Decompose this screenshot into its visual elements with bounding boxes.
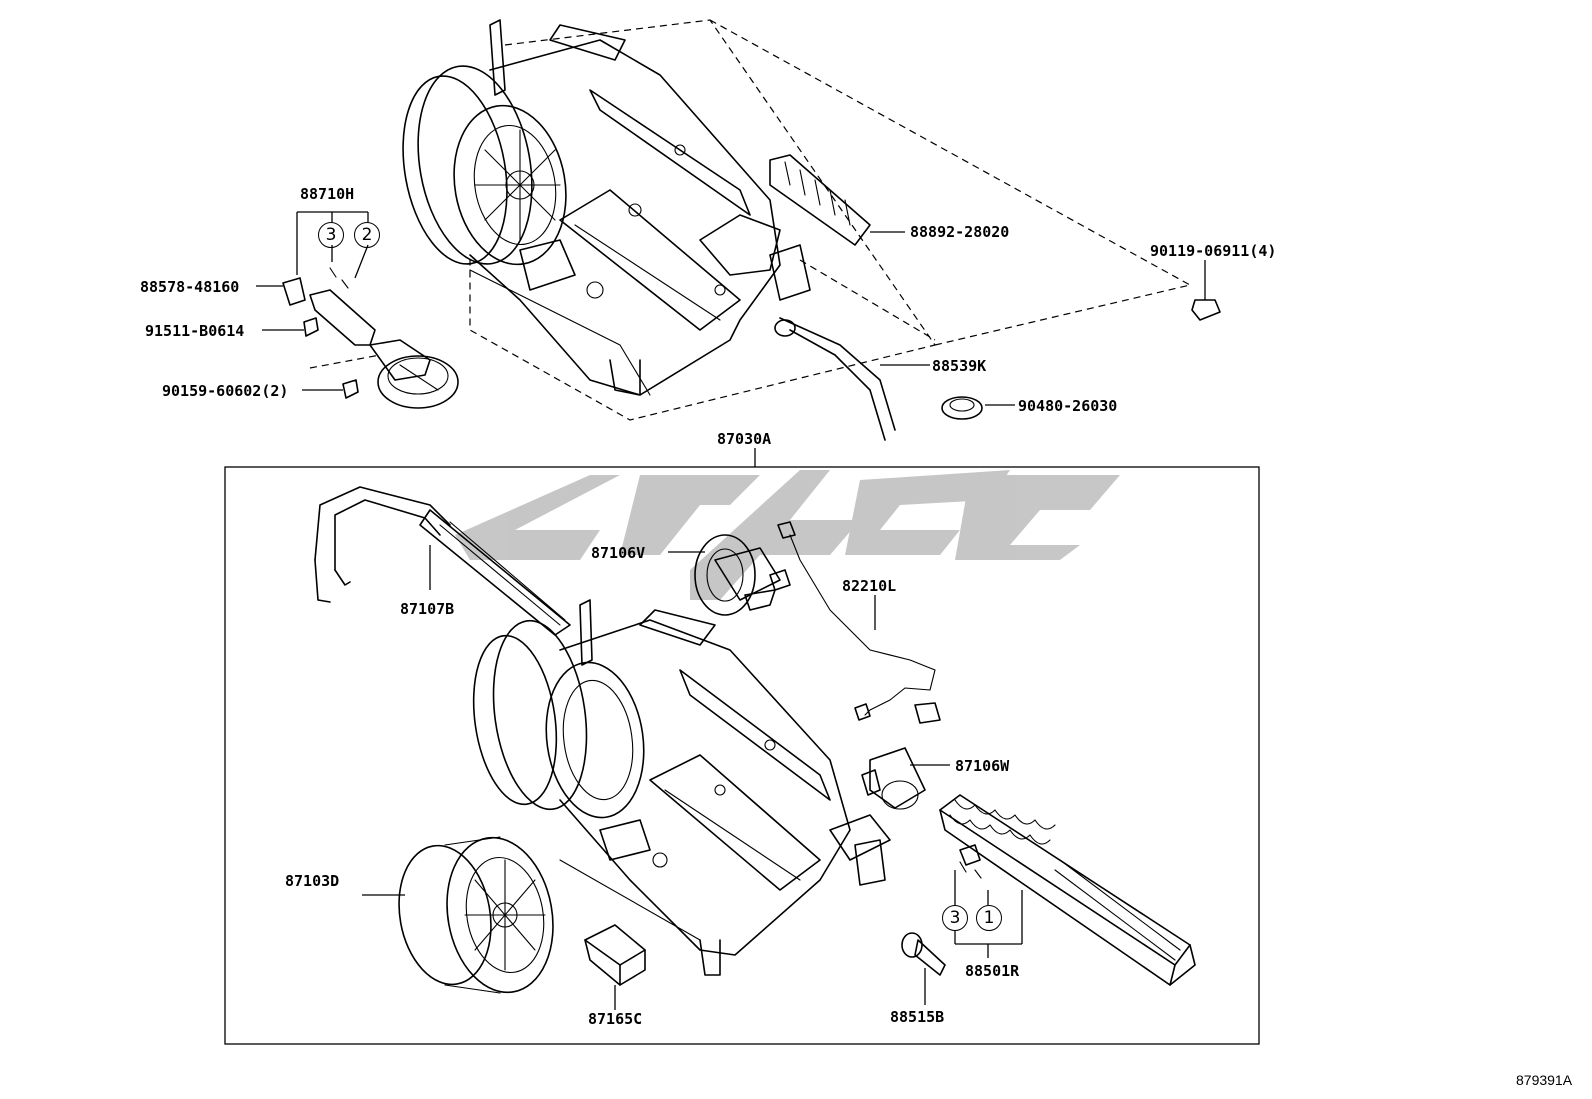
label-90159-60602: 90159-60602(2) [162,382,289,400]
label-88501R: 88501R [965,962,1020,980]
label-88710H: 88710H [300,185,355,203]
left-hardware-group [256,211,459,409]
assembly-87030A-box [224,466,1260,1045]
label-87103D: 87103D [285,872,340,890]
air-filter [769,154,905,246]
wire-harness-82210L [777,521,941,724]
marker-1-lower: 1 [976,905,1002,931]
label-87106W: 87106W [955,757,1010,775]
label-87107B: 87107B [400,600,455,618]
upper-blower-unit-assembly [309,19,1191,421]
resistor-87165C [584,924,646,1010]
label-91511-B0614: 91511-B0614 [145,322,245,340]
label-88578-48160: 88578-48160 [140,278,240,296]
bolt-90119 [1191,260,1221,321]
drain-hose-88539K [774,317,930,441]
label-88892-28020: 88892-28020 [910,223,1010,241]
grommet-90480 [941,396,1015,420]
evaporator-88501R [939,794,1196,986]
label-82210L: 82210L [842,577,897,595]
servo-motor-87106W [861,747,950,810]
marker-3-upper: 3 [318,222,344,248]
blower-motor-87103D [362,836,554,994]
sensor-88515B [901,932,946,1005]
label-90119-06911: 90119-06911(4) [1150,242,1277,260]
watermark-logo [455,470,1120,600]
servo-motor-87106V [668,534,791,616]
marker-3-lower: 3 [942,905,968,931]
drawing-reference: 879391A [1516,1072,1573,1088]
label-87106V: 87106V [591,544,646,562]
lower-housing-case [472,599,891,976]
label-87165C: 87165C [588,1010,643,1028]
label-90480-26030: 90480-26030 [1018,397,1118,415]
label-88539K: 88539K [932,357,987,375]
label-87030A: 87030A [717,430,772,448]
label-88515B: 88515B [890,1008,945,1026]
marker-2-upper: 2 [354,222,380,248]
